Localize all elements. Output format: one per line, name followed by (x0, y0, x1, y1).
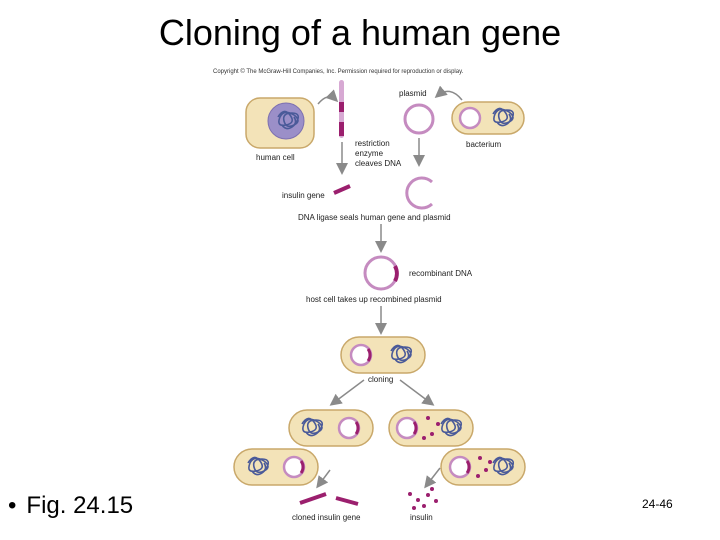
clone-cell-bottom-left (233, 448, 319, 486)
chromosome-strand (339, 80, 344, 138)
arrow-to-insulin (424, 467, 441, 489)
bullet-text: Fig. 24.15 (26, 492, 134, 519)
human-cell-label: human cell (256, 153, 295, 162)
arrow-to-cloned-gene (316, 469, 331, 489)
restriction-label-line3: cleaves DNA (355, 159, 402, 168)
host-cell-label: host cell takes up recombined plasmid (306, 295, 442, 304)
bullet-item: • Fig. 24.15 (8, 492, 133, 520)
arrow-cloning-left (329, 379, 365, 406)
cloned-insulin-gene-fragments (299, 492, 359, 506)
arrow-cloning-right (399, 379, 435, 406)
bacterium (451, 101, 525, 135)
restriction-label-line1: restriction (355, 139, 390, 148)
copyright-notice: Copyright © The McGraw-Hill Companies, I… (213, 68, 464, 75)
ligase-label: DNA ligase seals human gene and plasmid (298, 213, 451, 222)
host-cell (340, 336, 426, 374)
recombinant-plasmid (363, 255, 399, 291)
plasmid-label: plasmid (399, 89, 427, 98)
bullet-dot-icon: • (8, 492, 17, 519)
insulin-gene-label: insulin gene (282, 191, 325, 200)
recombinant-label: recombinant DNA (409, 269, 473, 278)
insulin-molecules (408, 487, 438, 510)
page-number: 24-46 (642, 497, 673, 511)
cut-plasmid (405, 176, 434, 210)
clone-cell-left (288, 409, 374, 447)
clone-cell-bottom-right (440, 448, 526, 486)
slide-title: Cloning of a human gene (158, 12, 562, 53)
arrow-cell-to-dna (317, 89, 339, 105)
cloning-label: cloning (368, 375, 393, 384)
arrow-bacterium-to-plasmid (434, 85, 463, 101)
cloned-gene-label: cloned insulin gene (292, 513, 361, 522)
clone-cell-right (388, 409, 474, 447)
human-cell (245, 97, 315, 149)
insulin-gene-fragment (333, 184, 351, 195)
restriction-label-line2: enzyme (355, 149, 384, 158)
plasmid (403, 103, 435, 135)
bacterium-label: bacterium (466, 140, 501, 149)
insulin-label: insulin (410, 513, 433, 522)
